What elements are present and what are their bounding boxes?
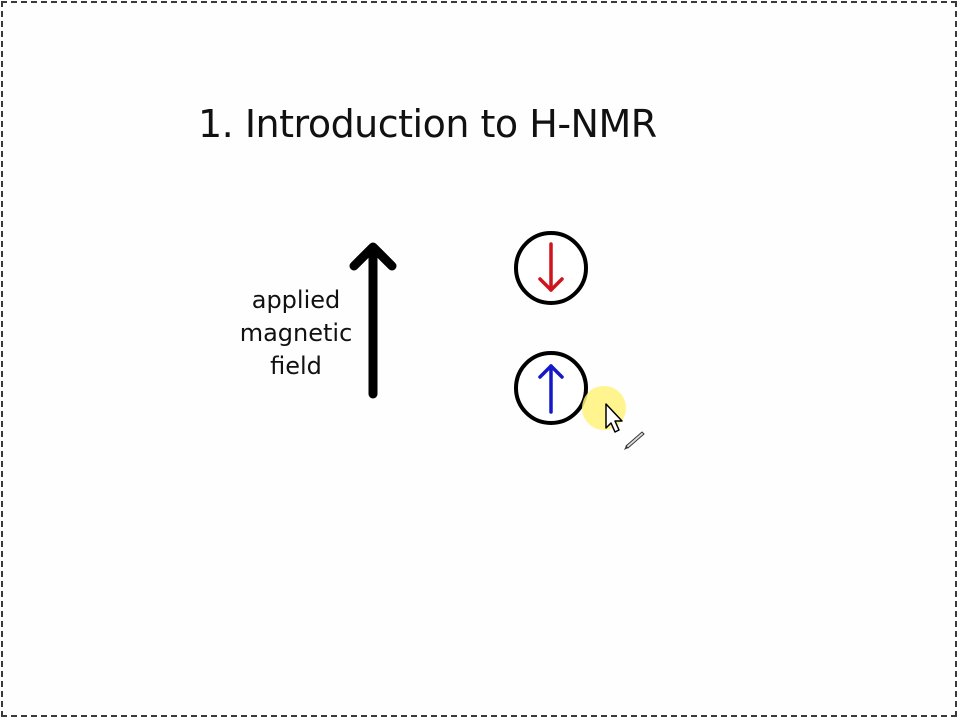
pen-icon	[624, 431, 645, 450]
arrow-up-icon	[538, 364, 564, 414]
spin-up-circle	[514, 351, 588, 425]
field-label-line-3: field	[270, 352, 322, 380]
slide-title: 1. Introduction to H-NMR	[198, 102, 657, 146]
spin-down-circle	[514, 231, 588, 305]
applied-field-label: applied magnetic field	[226, 284, 366, 383]
field-arrow-icon	[349, 242, 397, 399]
field-label-line-1: applied	[251, 286, 341, 314]
mouse-cursor-icon	[582, 386, 645, 450]
arrow-down-icon	[538, 242, 564, 292]
field-label-line-2: magnetic	[239, 319, 353, 347]
